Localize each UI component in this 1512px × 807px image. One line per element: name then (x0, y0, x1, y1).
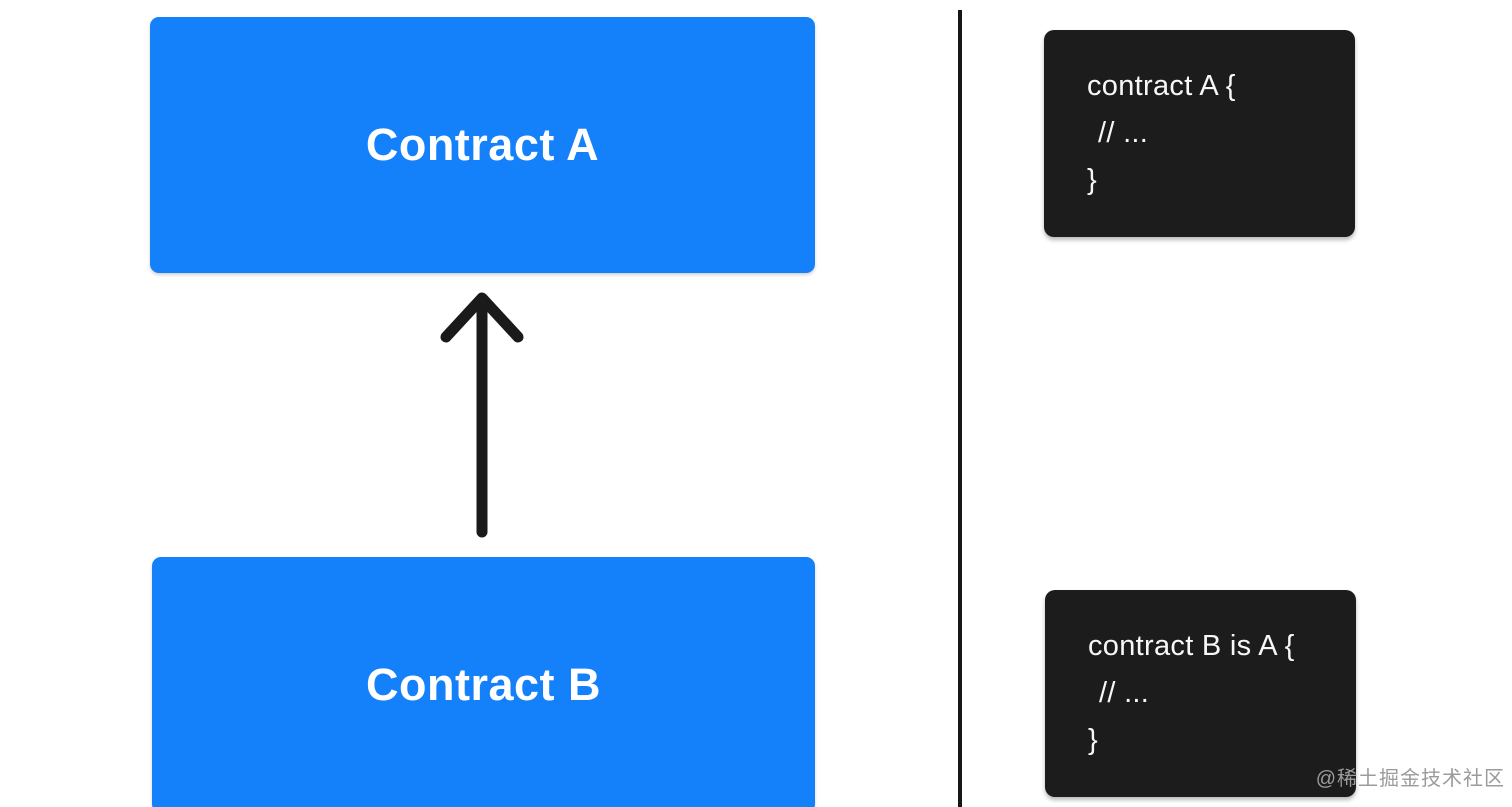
vertical-divider (958, 10, 962, 807)
contract-b-label: Contract B (365, 659, 601, 710)
watermark: @稀土掘金技术社区 (1315, 768, 1505, 790)
code-block-contract-b: contract B is A { // ... } (1045, 590, 1356, 797)
code-line: contract A { (1087, 70, 1236, 102)
code-line: } (1088, 724, 1098, 756)
code-line: } (1087, 164, 1097, 196)
inheritance-up-arrow-icon (440, 292, 524, 538)
contract-a-box: Contract A (150, 17, 815, 273)
code-block-contract-a: contract A { // ... } (1044, 30, 1355, 237)
code-line: // ... (1099, 677, 1150, 709)
contract-a-label: Contract A (365, 119, 600, 170)
code-line: // ... (1098, 117, 1149, 149)
contract-b-box: Contract B (152, 557, 815, 807)
code-line: contract B is A { (1088, 630, 1295, 662)
